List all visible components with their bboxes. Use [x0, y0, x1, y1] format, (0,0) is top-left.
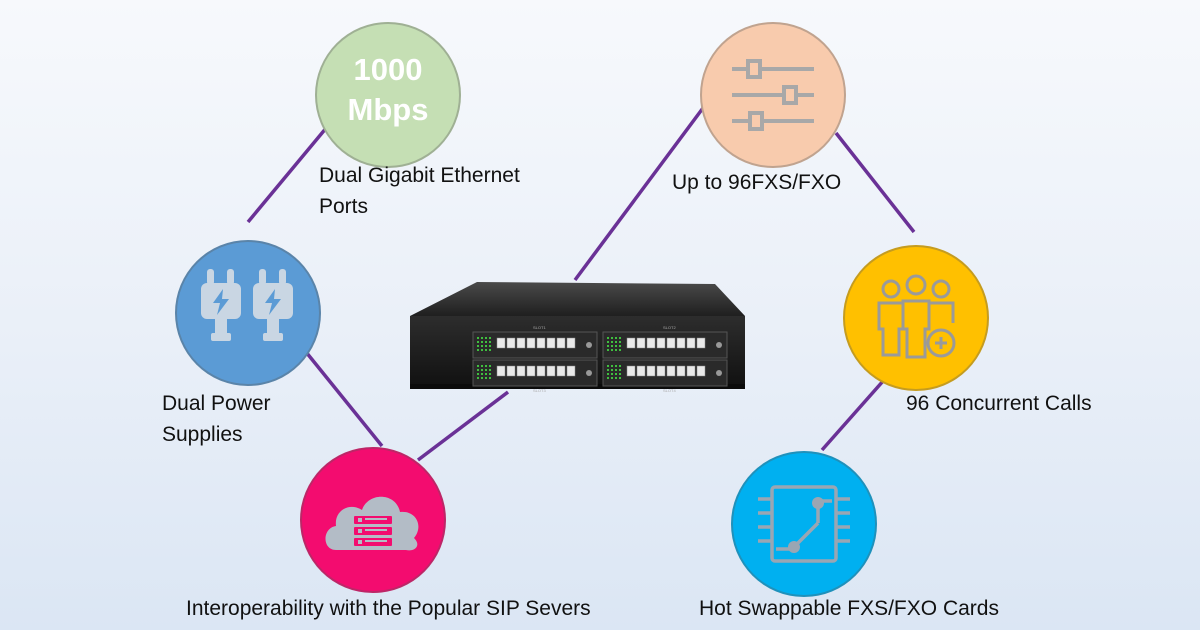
- sliders-icon: [732, 59, 814, 131]
- cloud-server-icon: [325, 496, 419, 551]
- card-slot: SLOT2: [602, 325, 728, 359]
- sip-circle: [300, 447, 446, 593]
- connector-line: [304, 350, 384, 448]
- hotswap-label: Hot Swappable FXS/FXO Cards: [699, 597, 999, 620]
- power-label: Dual Power Supplies: [162, 388, 271, 450]
- speed-badge: 1000 Mbps: [348, 50, 429, 130]
- speed-unit: Mbps: [347, 92, 429, 127]
- connector-line: [834, 131, 916, 234]
- slot-label: SLOT2: [663, 325, 676, 330]
- power-label-line1: Dual Power: [162, 392, 271, 415]
- gigabit-label-line2: Ports: [319, 195, 369, 218]
- slot-label: SLOT1: [533, 325, 546, 330]
- slot-label: SLOT3: [533, 388, 546, 393]
- power-plug-icon: [201, 269, 293, 341]
- sip-label: Interoperability with the Popular SIP Se…: [186, 597, 591, 620]
- gigabit-label-line1: Dual Gigabit Ethernet: [319, 164, 520, 187]
- connector-line: [416, 390, 510, 462]
- gigabit-badge-circle: 1000 Mbps: [315, 22, 461, 168]
- connector-line: [820, 378, 886, 452]
- fxs-circle: [700, 22, 846, 168]
- calls-label: 96 Concurrent Calls: [906, 392, 1092, 415]
- circuit-card-icon: [758, 485, 850, 563]
- connector-line: [246, 125, 329, 224]
- gigabit-label: Dual Gigabit Ethernet Ports: [319, 160, 520, 222]
- calls-circle: [843, 245, 989, 391]
- slot-label: SLOT4: [663, 388, 676, 393]
- speed-value: 1000: [353, 52, 423, 87]
- connector-line: [573, 106, 705, 282]
- hotswap-circle: [731, 451, 877, 597]
- power-circle: [175, 240, 321, 386]
- card-slot: SLOT4: [602, 359, 728, 393]
- users-add-icon: [877, 274, 956, 359]
- power-label-line2: Supplies: [162, 423, 243, 446]
- card-slot: SLOT3: [472, 359, 598, 393]
- card-slot: SLOT1: [472, 325, 598, 359]
- fxs-label: Up to 96FXS/FXO: [672, 171, 842, 194]
